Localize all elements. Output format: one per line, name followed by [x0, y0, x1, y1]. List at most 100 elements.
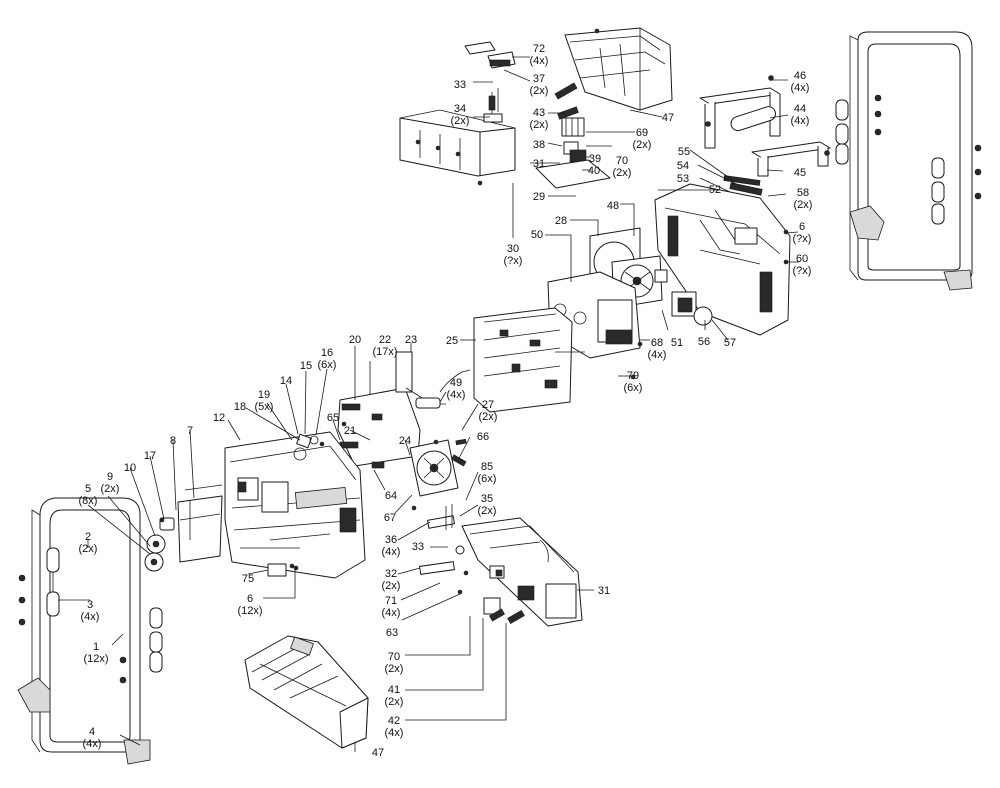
part-drawings	[17, 27, 982, 765]
top-cover-drawing	[564, 27, 673, 111]
callout-number: 1	[93, 641, 99, 653]
callout-number: 70	[616, 155, 628, 167]
callout-quantity: (4x)	[382, 607, 401, 619]
callout-3: 3(4x)	[81, 599, 100, 623]
callout-number: 9	[107, 471, 113, 483]
callout-44: 44(4x)	[791, 103, 810, 127]
callout-47-bottom: 47	[372, 747, 384, 759]
callout-number: 56	[698, 336, 710, 348]
callout-15: 15	[300, 360, 312, 372]
callout-number: 27	[482, 399, 494, 411]
leader-lines	[58, 56, 799, 752]
callout-21: 21	[344, 425, 356, 437]
callout-number: 40	[588, 165, 600, 177]
callout-23: 23	[405, 334, 417, 346]
callout-65: 65	[327, 412, 339, 424]
callout-69: 69(2x)	[633, 127, 652, 151]
callout-quantity: (2x)	[385, 696, 404, 708]
callout-quantity: (?x)	[793, 233, 812, 245]
callout-number: 39	[589, 153, 601, 165]
callout-number: 66	[477, 431, 489, 443]
callout-number: 7	[187, 425, 193, 437]
callout-70-top: 70(2x)	[613, 155, 632, 179]
callout-number: 36	[385, 534, 397, 546]
callout-60: 60(?x)	[793, 253, 812, 277]
callout-number: 31	[598, 585, 610, 597]
callout-number: 51	[671, 337, 683, 349]
callout-number: 52	[709, 184, 721, 196]
control-components-drawing	[535, 117, 611, 189]
callout-number: 85	[481, 461, 493, 473]
callout-25: 25	[446, 335, 458, 347]
callout-number: 6	[799, 221, 805, 233]
bottom-tray-drawing	[461, 517, 583, 627]
callout-quantity: (2x)	[478, 505, 497, 517]
callout-number: 53	[677, 173, 689, 185]
callout-quantity: (17x)	[372, 346, 397, 358]
callout-4: 4(4x)	[83, 726, 102, 750]
callout-50: 50	[531, 229, 543, 241]
callout-quantity: (4x)	[83, 738, 102, 750]
callout-quantity: (2x)	[79, 543, 98, 555]
callout-71: 71(4x)	[382, 595, 401, 619]
callout-quantity: (4x)	[81, 611, 100, 623]
main-pcb-drawing	[473, 307, 585, 413]
callout-number: 38	[533, 139, 545, 151]
callout-43: 43(2x)	[530, 107, 549, 131]
callout-35: 35(2x)	[478, 493, 497, 517]
callout-quantity: (4x)	[530, 55, 549, 67]
callout-number: 47	[372, 747, 384, 759]
callout-1: 1(12x)	[83, 641, 108, 665]
callout-68: 68(4x)	[648, 337, 667, 361]
callout-number: 58	[797, 187, 809, 199]
callout-number: 31	[533, 158, 545, 170]
callout-54: 54	[677, 160, 689, 172]
callout-64: 64	[385, 490, 397, 502]
callout-31-top: 31	[533, 158, 545, 170]
callout-quantity: (6x)	[624, 382, 643, 394]
callout-number: 14	[280, 375, 292, 387]
callout-number: 47	[662, 112, 674, 124]
callout-29: 29	[533, 191, 545, 203]
callout-58: 58(2x)	[794, 187, 813, 211]
control-bracket-drawing	[337, 351, 471, 469]
callout-number: 3	[87, 599, 93, 611]
left-frame-drawing	[17, 497, 163, 765]
callout-quantity: (4x)	[447, 389, 466, 401]
front-panel-drawing	[224, 431, 366, 579]
callout-number: 23	[405, 334, 417, 346]
small-top-parts-drawing	[464, 41, 579, 123]
callout-number: 4	[89, 726, 95, 738]
callout-number: 20	[349, 334, 361, 346]
callout-2: 2(2x)	[79, 531, 98, 555]
callout-quantity: (8x)	[79, 495, 98, 507]
callout-quantity: (2x)	[794, 199, 813, 211]
callout-24: 24	[399, 435, 411, 447]
callout-20: 20	[349, 334, 361, 346]
callout-number: 45	[794, 167, 806, 179]
callout-number: 21	[344, 425, 356, 437]
callout-quantity: (4x)	[648, 349, 667, 361]
callout-22: 22(17x)	[372, 334, 397, 358]
callout-number: 46	[794, 70, 806, 82]
callout-45: 45	[794, 167, 806, 179]
callout-quantity: (?x)	[793, 265, 812, 277]
second-fan-drawing	[409, 438, 467, 497]
callout-85: 85(6x)	[478, 461, 497, 485]
callout-7: 7	[187, 425, 193, 437]
callout-quantity: (2x)	[385, 663, 404, 675]
callout-quantity: (2x)	[451, 115, 470, 127]
callout-number: 34	[454, 103, 466, 115]
callout-number: 79	[627, 370, 639, 382]
callout-quantity: (2x)	[101, 483, 120, 495]
callout-number: 8	[170, 435, 176, 447]
callout-14: 14	[280, 375, 292, 387]
callout-number: 15	[300, 360, 312, 372]
callout-53: 53	[677, 173, 689, 185]
callout-31-bottom: 31	[598, 585, 610, 597]
callout-57: 57	[724, 337, 736, 349]
callout-number: 25	[446, 335, 458, 347]
callout-72: 72(4x)	[530, 43, 549, 67]
